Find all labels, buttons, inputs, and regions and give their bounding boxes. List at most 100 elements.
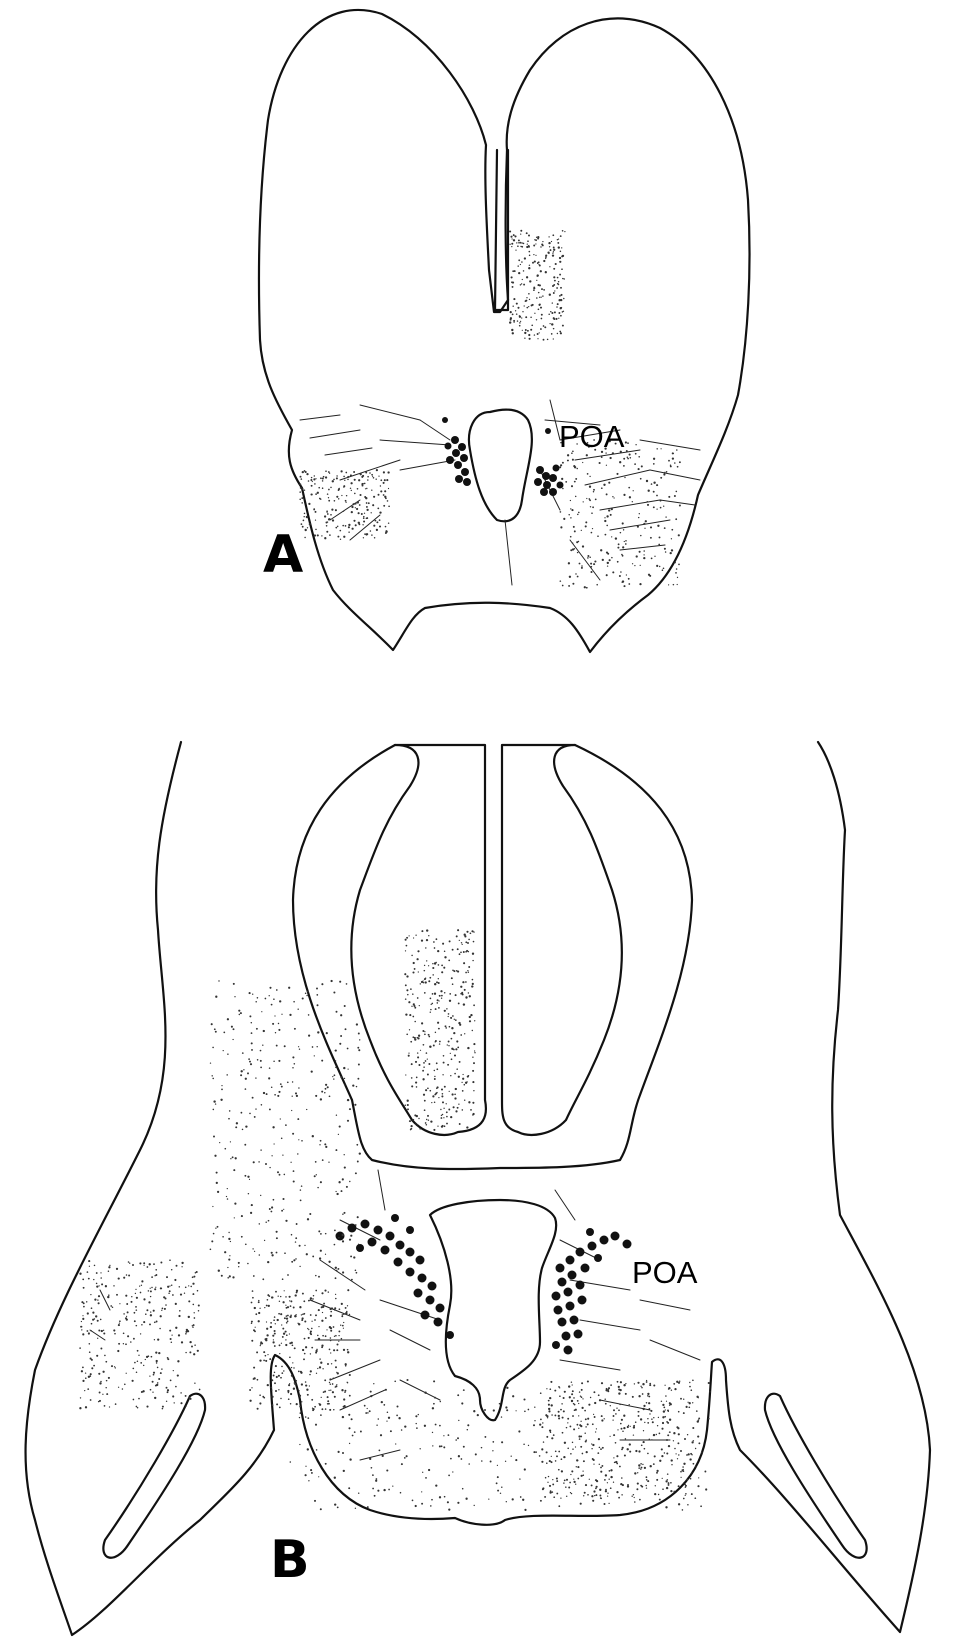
stipple-dot [599,462,601,464]
stipple-dot [224,1251,226,1253]
stipple-dot [321,1397,322,1398]
stipple-dot [92,1312,94,1314]
stipple-dot [468,939,470,941]
stipple-dot [685,1495,686,1496]
stipple-dot [552,302,553,303]
stipple-dot [580,1446,582,1448]
stipple-dot [427,1115,429,1117]
stipple-dot [322,1159,324,1161]
stipple-dot [539,1423,541,1425]
stipple-dot [430,1505,432,1507]
stipple-dot [444,992,446,994]
stipple-dot [294,1063,296,1065]
stipple-dot [570,500,571,501]
stipple-dot [171,1269,172,1270]
stipple-dot [378,1418,380,1420]
stipple-dot [357,1216,359,1218]
stipple-dot [581,1389,583,1391]
stipple-dot [593,489,595,491]
stipple-dot [147,1266,149,1268]
stipple-dot [268,1305,270,1307]
stipple-dot [314,475,315,476]
stipple-dot [189,1351,191,1353]
stipple-dot [674,495,676,497]
stipple-dot [599,1447,601,1449]
stipple-dot [600,1497,602,1499]
stipple-dot [88,1376,90,1378]
stipple-dot [253,1367,255,1369]
stipple-dot [450,1053,451,1054]
stipple-dot [219,1142,220,1143]
stipple-dot [343,476,345,478]
stipple-dot [91,1307,93,1309]
stipple-dot [457,1502,459,1504]
stipple-dot [690,1478,692,1480]
stipple-dot [412,1016,414,1018]
stipple-dot [560,580,562,582]
stipple-dot [594,560,596,562]
stipple-dot [460,951,462,953]
stipple-dot [329,473,330,474]
stipple-dot [339,1126,341,1128]
stipple-dot [515,249,516,250]
stipple-dot [289,1356,291,1358]
stipple-dot [639,1499,641,1501]
stipple-dot [301,1401,302,1402]
stipple-dot [458,1455,460,1457]
stipple-dot [430,998,432,1000]
stipple-dot [534,1407,535,1408]
stipple-dot [143,1265,144,1266]
stipple-dot [295,1315,297,1317]
stipple-dot [638,1450,640,1452]
stipple-dot [320,1508,322,1510]
stipple-dot [260,1050,262,1052]
stipple-dot [103,1330,104,1331]
stipple-dot [443,1435,444,1436]
stipple-dot [708,1418,710,1420]
stipple-dot [267,1299,269,1301]
stipple-dot [412,971,414,973]
stipple-dot [318,1476,319,1477]
stipple-dot [662,1416,664,1418]
stipple-dot [601,1465,603,1467]
stipple-dot [608,509,610,511]
stipple-dot [153,1310,155,1312]
stipple-dot [287,1390,289,1392]
stipple-dot [467,942,469,944]
stipple-dot [292,1133,294,1135]
stipple-dot [278,1060,280,1062]
stipple-dot [668,1482,670,1484]
stipple-dot [100,1272,101,1273]
stipple-dot [348,1487,350,1489]
stipple-dot [103,1332,105,1334]
stipple-dot [325,1408,327,1410]
stipple-dot [668,1484,670,1486]
stipple-dot [436,1068,438,1070]
stipple-dot [365,497,367,499]
stipple-dot [188,1300,190,1302]
stipple-dot [127,1311,129,1313]
stipple-dot [252,1248,253,1249]
stipple-dot [309,1374,310,1375]
stipple-dot [570,549,572,551]
stipple-dot [352,1084,354,1086]
stipple-dot [274,1330,276,1332]
stipple-dot [286,1317,288,1319]
stipple-dot [606,525,608,527]
panel-b: B POA [26,742,930,1635]
stipple-dot [151,1276,153,1278]
stipple-dot [581,1407,583,1409]
stipple-dot [459,953,461,955]
stipple-dot [560,1409,562,1411]
stipple-dot [323,1303,325,1305]
stipple-dot [457,929,459,931]
stipple-dot [360,473,362,475]
stipple-dot [310,1353,311,1354]
stipple-dot [275,1291,277,1293]
stipple-dot [85,1406,87,1408]
stipple-dot [264,1240,265,1241]
stipple-dot [658,544,660,546]
stipple-dot [562,1417,564,1419]
stipple-dot [640,1468,641,1469]
stipple-dot [628,1425,629,1426]
